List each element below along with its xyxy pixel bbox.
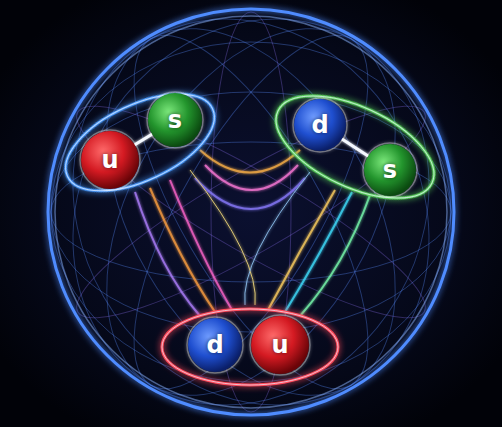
pair-ellipse-core bbox=[162, 309, 338, 385]
quark-sphere bbox=[81, 131, 139, 189]
quark-bond bbox=[243, 344, 250, 347]
quark-sphere bbox=[251, 316, 309, 374]
quark-halo bbox=[147, 92, 203, 148]
quark-pair-ellipse: du bbox=[155, 302, 345, 392]
quark-label: u bbox=[101, 148, 118, 172]
quark-label: s bbox=[168, 108, 182, 132]
quark-pair-ellipse: us bbox=[60, 90, 220, 195]
sphere-outline bbox=[48, 9, 454, 415]
pair-outline bbox=[270, 92, 440, 202]
gluon-strings bbox=[135, 150, 370, 316]
quark-pair-ellipse: ds bbox=[270, 92, 440, 202]
quark-halo bbox=[80, 130, 140, 190]
pair-ellipse-core bbox=[51, 74, 228, 210]
quark-sphere bbox=[148, 93, 202, 147]
pair-ellipse bbox=[162, 309, 338, 385]
strange-quark: s bbox=[363, 143, 417, 197]
pair-ellipse bbox=[51, 74, 228, 210]
quark-sphere bbox=[364, 144, 416, 196]
up-quark: u bbox=[250, 315, 310, 375]
up-quark: u bbox=[80, 130, 140, 190]
pair-ellipse-core bbox=[261, 75, 449, 219]
pair-ellipse bbox=[261, 75, 449, 219]
sphere-wireframe bbox=[4, 0, 498, 427]
quark-sphere bbox=[188, 318, 242, 372]
quark-sphere bbox=[294, 99, 346, 151]
quark-label: d bbox=[311, 113, 328, 137]
quark-bond bbox=[136, 135, 152, 145]
quark-halo bbox=[187, 317, 243, 373]
down-quark: d bbox=[293, 98, 347, 152]
quark-label: s bbox=[383, 158, 397, 182]
down-quark: d bbox=[187, 317, 243, 373]
quark-halo bbox=[293, 98, 347, 152]
sphere-inner-outline bbox=[55, 16, 447, 408]
quark-label: u bbox=[271, 333, 288, 357]
quark-halo bbox=[250, 315, 310, 375]
strange-quark: s bbox=[147, 92, 203, 148]
quark-label: d bbox=[206, 333, 223, 357]
quark-halo bbox=[363, 143, 417, 197]
quark-bond bbox=[343, 140, 368, 156]
